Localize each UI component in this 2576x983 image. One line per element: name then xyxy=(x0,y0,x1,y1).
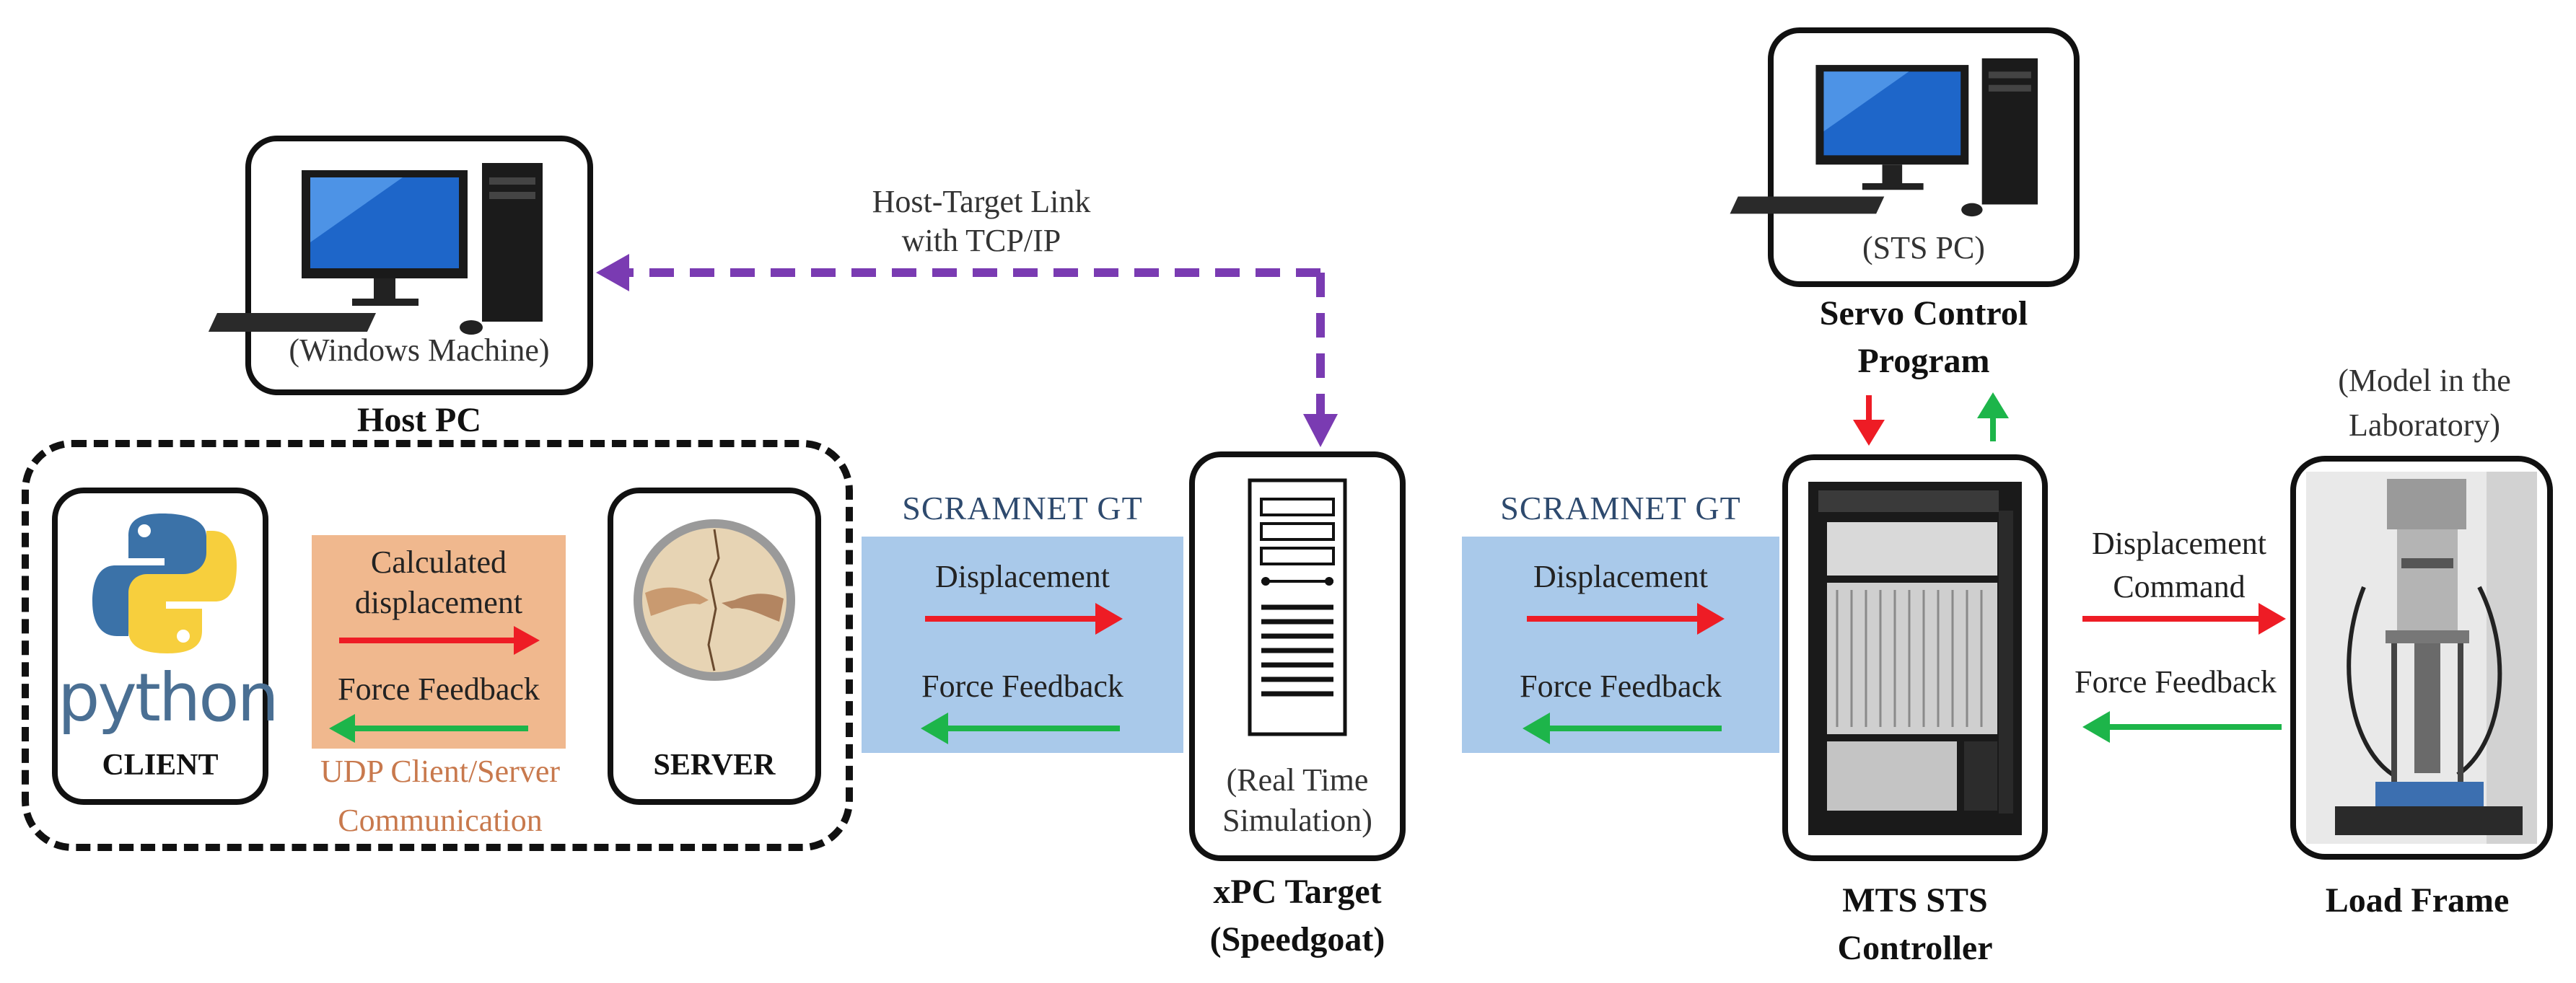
xpc-caption-line2: Simulation) xyxy=(1222,803,1372,838)
load-disp-line2: Command xyxy=(2113,569,2246,604)
tower-server-icon xyxy=(1248,478,1347,736)
scramnet-band-2 xyxy=(1462,537,1779,753)
load-model-line1: (Model in the xyxy=(2338,363,2511,398)
server-box: SERVER xyxy=(608,488,821,805)
sts-title-line2: Program xyxy=(1857,342,1990,380)
udp-comm-line1: UDP Client/Server xyxy=(320,754,560,789)
sts-title-line1: Servo Control xyxy=(1819,294,2028,332)
sts-caption: (STS PC) xyxy=(1862,230,1985,265)
scramnet-force-1: Force Feedback xyxy=(921,669,1123,704)
xpc-caption-line1: (Real Time xyxy=(1226,762,1369,798)
udp-comm-line2: Communication xyxy=(338,803,543,838)
mts-title-line2: Controller xyxy=(1837,929,1993,967)
python-logo-text: python xyxy=(58,659,279,736)
load-title: Load Frame xyxy=(2325,881,2510,920)
controller-cabinet-icon xyxy=(1808,482,2022,835)
udp-force-label: Force Feedback xyxy=(338,671,540,707)
xpc-title-line1: xPC Target xyxy=(1213,873,1382,911)
load-force-label: Force Feedback xyxy=(2075,664,2277,700)
host-pc-box: (Windows Machine) xyxy=(208,136,593,395)
creation-of-adam-icon xyxy=(634,519,795,681)
scramnet-band-1 xyxy=(862,537,1183,753)
client-box: python CLIENT xyxy=(52,488,279,805)
scramnet-title-1: SCRAMNET GT xyxy=(902,490,1143,526)
load-disp-line1: Displacement xyxy=(2092,526,2266,561)
host-title: Host PC xyxy=(357,401,481,439)
sts-pc-box: (STS PC) xyxy=(1730,27,2080,287)
python-logo-icon xyxy=(92,513,237,653)
mts-controller-box xyxy=(1782,454,2048,861)
client-label: CLIENT xyxy=(102,749,219,782)
scramnet-force-2: Force Feedback xyxy=(1520,669,1722,704)
udp-calc-line1: Calculated xyxy=(370,545,507,580)
xpc-target-box: (Real Time Simulation) xyxy=(1189,451,1406,861)
udp-group-frame xyxy=(22,440,853,851)
link-label-line2: with TCP/IP xyxy=(901,223,1061,258)
desktop-computer-icon xyxy=(208,163,543,335)
mts-title-line1: MTS STS xyxy=(1842,881,1988,920)
scramnet-disp-2: Displacement xyxy=(1533,559,1708,594)
xpc-title-line2: (Speedgoat) xyxy=(1209,920,1385,958)
load-frame-box xyxy=(2290,456,2553,860)
scramnet-disp-1: Displacement xyxy=(935,559,1110,594)
link-label-line1: Host-Target Link xyxy=(872,184,1091,219)
desktop-computer-icon xyxy=(1730,58,2038,217)
scramnet-title-2: SCRAMNET GT xyxy=(1500,490,1741,526)
server-label: SERVER xyxy=(653,749,776,782)
load-model-line2: Laboratory) xyxy=(2348,407,2501,443)
host-caption: (Windows Machine) xyxy=(289,332,550,368)
load-frame-photo-icon xyxy=(2306,472,2537,844)
udp-calc-line2: displacement xyxy=(354,585,523,620)
